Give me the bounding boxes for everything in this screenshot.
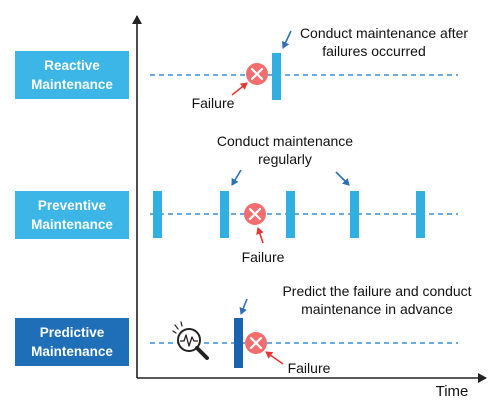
x-circle-icon [246, 63, 268, 85]
reactive-annotation-line1: Conduct maintenance after [300, 25, 468, 41]
magnifier-pulse-icon [172, 321, 209, 360]
preventive-failure-arrow [256, 227, 264, 244]
x-circle-icon [245, 332, 267, 354]
predictive-annotation-arrow [239, 298, 248, 315]
preventive-maintenance-bar [350, 191, 359, 238]
predictive-label-line1: Predictive [40, 325, 105, 340]
preventive-failure-label: Failure [242, 249, 285, 265]
preventive-annotation-arrow [335, 171, 350, 186]
preventive-maintenance-bar [153, 191, 162, 238]
reactive-label-line2: Maintenance [31, 77, 113, 92]
reactive-annotation-line2: failures occurred [322, 43, 426, 59]
preventive-maintenance-bar [220, 191, 229, 238]
preventive-maintenance-bar [286, 191, 295, 238]
reactive-failure-arrow [231, 82, 248, 96]
predictive-label: Predictive Maintenance [15, 318, 129, 366]
time-axis-label: Time [436, 383, 469, 400]
preventive-label-line2: Maintenance [31, 217, 113, 232]
predictive-annotation-line2: maintenance in advance [301, 301, 453, 317]
predictive-label-line2: Maintenance [31, 344, 113, 359]
reactive-label-box [15, 51, 129, 99]
predictive-label-box [15, 318, 129, 366]
preventive-annotation-arrow [231, 169, 242, 186]
preventive-maintenance-bar [416, 191, 425, 238]
preventive-label-line1: Preventive [38, 198, 107, 213]
predictive-failure-label: Failure [288, 360, 331, 376]
x-circle-icon [244, 203, 266, 225]
reactive-maintenance-bar [272, 53, 281, 100]
preventive-annotation-line2: regularly [258, 151, 312, 167]
predictive-annotation-line1: Predict the failure and conduct [282, 283, 471, 299]
preventive-label: Preventive Maintenance [15, 191, 129, 239]
reactive-failure-label: Failure [192, 95, 235, 111]
predictive-maintenance-bar [234, 318, 243, 368]
preventive-label-box [15, 191, 129, 239]
reactive-label-line1: Reactive [44, 58, 100, 73]
predictive-failure-arrow [265, 351, 284, 365]
reactive-annotation-arrow [281, 30, 292, 49]
preventive-annotation-line1: Conduct maintenance [217, 133, 353, 149]
reactive-label: Reactive Maintenance [15, 51, 129, 99]
